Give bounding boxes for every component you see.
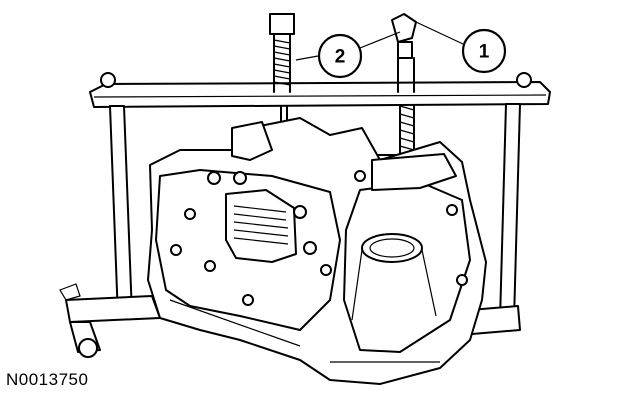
callout-2: 2 bbox=[295, 33, 363, 79]
transmission-case bbox=[147, 117, 487, 385]
callout-number-1: 1 bbox=[479, 42, 490, 63]
callout-1: 1 bbox=[359, 21, 507, 74]
figure-id-label: N0013750 bbox=[6, 370, 89, 389]
callout-number-2: 2 bbox=[335, 47, 346, 68]
holding-fixture bbox=[59, 72, 551, 358]
